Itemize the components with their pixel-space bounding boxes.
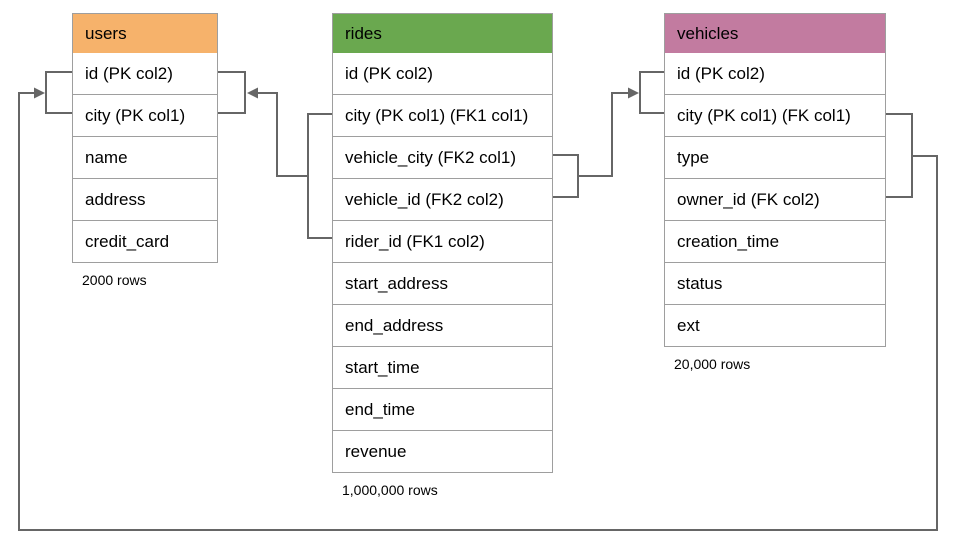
connector-vehicles-to-users — [18, 71, 938, 531]
users-table-box: users id (PK col2) city (PK col1) name a… — [72, 13, 218, 263]
table-row: type — [665, 136, 885, 178]
rides-table-box: rides id (PK col2) city (PK col1) (FK1 c… — [332, 13, 553, 473]
vehicles-table-box: vehicles id (PK col2) city (PK col1) (FK… — [664, 13, 886, 347]
table-row: start_address — [333, 262, 552, 304]
table-row: owner_id (FK col2) — [665, 178, 885, 220]
table-row: credit_card — [73, 220, 217, 262]
arrowhead-into-users-right — [247, 87, 258, 99]
table-row: city (PK col1) (FK1 col1) — [333, 94, 552, 136]
connector-rides-to-users — [218, 71, 332, 239]
table-row: status — [665, 262, 885, 304]
table-row: id (PK col2) — [333, 53, 552, 94]
table-row: id (PK col2) — [73, 53, 217, 94]
table-row: vehicle_id (FK2 col2) — [333, 178, 552, 220]
users-table-title: users — [73, 14, 217, 53]
table-row: name — [73, 136, 217, 178]
table-row: city (PK col1) — [73, 94, 217, 136]
table-row: end_address — [333, 304, 552, 346]
table-row: city (PK col1) (FK col1) — [665, 94, 885, 136]
rides-table-title: rides — [333, 14, 552, 53]
table-row: rider_id (FK1 col2) — [333, 220, 552, 262]
table-row: address — [73, 178, 217, 220]
table-row: start_time — [333, 346, 552, 388]
vehicles-table: vehicles id (PK col2) city (PK col1) (FK… — [664, 13, 886, 372]
arrowhead-into-vehicles-left — [628, 87, 639, 99]
table-row: creation_time — [665, 220, 885, 262]
rides-table: rides id (PK col2) city (PK col1) (FK1 c… — [332, 13, 553, 498]
table-row: id (PK col2) — [665, 53, 885, 94]
table-row: ext — [665, 304, 885, 346]
table-row: end_time — [333, 388, 552, 430]
vehicles-table-title: vehicles — [665, 14, 885, 53]
table-row: vehicle_city (FK2 col1) — [333, 136, 552, 178]
users-row-count-label: 2000 rows — [82, 272, 147, 288]
rides-row-count-label: 1,000,000 rows — [342, 482, 438, 498]
users-table: users id (PK col2) city (PK col1) name a… — [72, 13, 218, 288]
connector-rides-to-vehicles — [553, 71, 664, 198]
table-row: revenue — [333, 430, 552, 472]
arrowhead-into-users-left — [34, 87, 45, 99]
vehicles-row-count-label: 20,000 rows — [674, 356, 751, 372]
